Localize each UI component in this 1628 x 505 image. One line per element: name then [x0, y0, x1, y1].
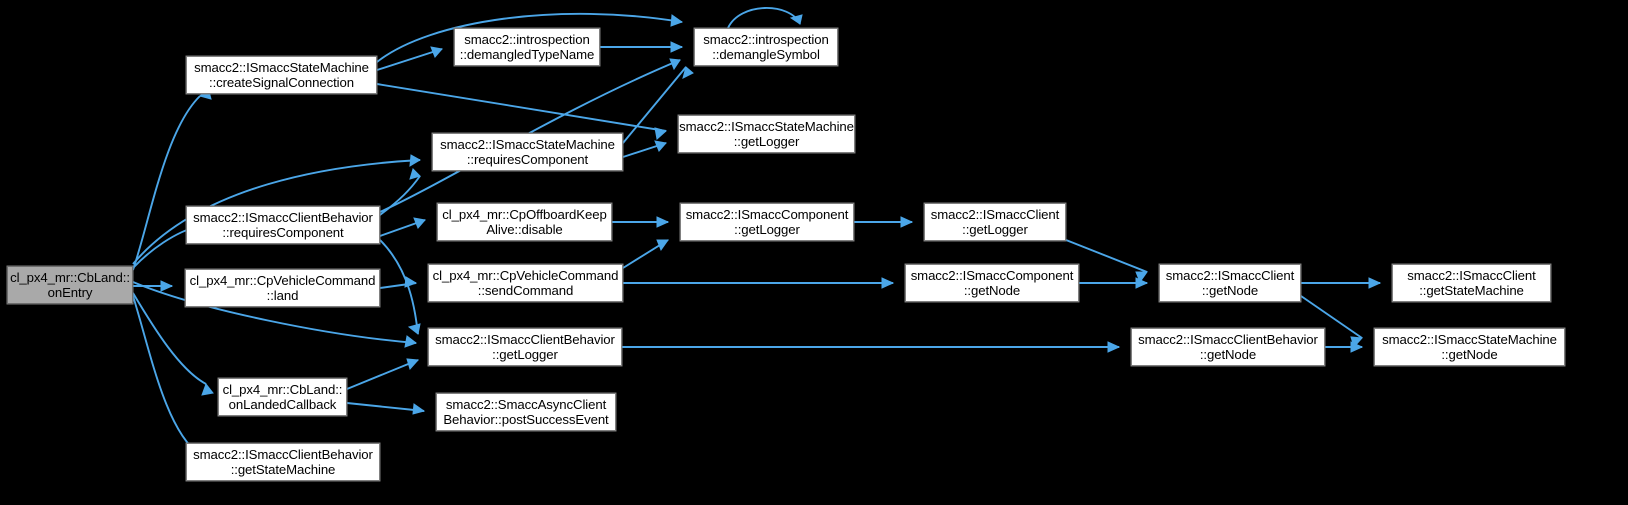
graph-edge: [622, 66, 687, 144]
graph-edge-arrowhead-icon: [1135, 271, 1148, 284]
graph-edge-arrowhead-icon: [409, 168, 421, 180]
graph-node-label: smacc2::ISmaccClientBehavior ::getNode: [1138, 331, 1318, 363]
graph-node-smGetLogger[interactable]: smacc2::ISmaccStateMachine ::getLogger: [678, 115, 855, 153]
graph-edge-arrowhead-icon: [670, 14, 684, 27]
graph-edge-arrowhead-icon: [1135, 277, 1149, 289]
graph-edge-arrowhead-icon: [1107, 341, 1121, 353]
graph-node-label: smacc2::ISmaccClient ::getNode: [1165, 267, 1295, 299]
graph-edge-arrowhead-icon: [656, 239, 669, 252]
graph-node-label: smacc2::SmaccAsyncClient Behavior::postS…: [443, 396, 609, 428]
graph-node-offboardDisable[interactable]: cl_px4_mr::CpOffboardKeep Alive::disable: [437, 203, 612, 241]
graph-edge-arrowhead-icon: [406, 358, 420, 371]
graph-edge: [346, 359, 419, 390]
graph-edge: [346, 402, 425, 412]
graph-edge: [379, 219, 426, 237]
graph-edge: [622, 142, 667, 158]
graph-node-clientGetLogger[interactable]: smacc2::ISmaccClient ::getLogger: [924, 203, 1066, 241]
graph-node-label: cl_px4_mr::CbLand:: onLandedCallback: [222, 381, 343, 413]
graph-edge-arrowhead-icon: [201, 382, 214, 396]
graph-edge-arrowhead-icon: [413, 217, 426, 229]
graph-node-label: smacc2::ISmaccClientBehavior ::getLogger: [435, 331, 615, 363]
graph-edge-arrowhead-icon: [789, 14, 803, 25]
graph-node-label: smacc2::ISmaccClientBehavior ::getStateM…: [193, 446, 373, 478]
graph-edge-arrowhead-icon: [881, 277, 895, 289]
graph-edge: [622, 239, 669, 269]
graph-node-label: smacc2::ISmaccStateMachine ::getNode: [1382, 331, 1557, 363]
graph-edge: [379, 239, 419, 335]
graph-edge: [727, 7, 801, 29]
graph-edge-arrowhead-icon: [656, 216, 670, 228]
graph-edge-arrowhead-icon: [654, 140, 667, 152]
graph-edge-arrowhead-icon: [670, 41, 684, 53]
graph-edge-arrowhead-icon: [160, 280, 174, 292]
graph-node-label: smacc2::ISmaccClient ::getLogger: [930, 206, 1060, 238]
graph-node-label: smacc2::ISmaccClientBehavior ::requiresC…: [193, 209, 373, 241]
graph-node-label: cl_px4_mr::CpOffboardKeep Alive::disable: [442, 206, 607, 238]
graph-node-smGetNode[interactable]: smacc2::ISmaccStateMachine ::getNode: [1374, 328, 1565, 366]
graph-node-label: smacc2::ISmaccStateMachine ::getLogger: [679, 118, 854, 150]
graph-node-label: smacc2::ISmaccComponent ::getNode: [910, 267, 1074, 299]
graph-node-smRequiresComp[interactable]: smacc2::ISmaccStateMachine ::requiresCom…: [432, 133, 623, 171]
graph-edge-arrowhead-icon: [430, 46, 443, 58]
graph-node-clientGetNode[interactable]: smacc2::ISmaccClient ::getNode: [1159, 264, 1301, 302]
graph-edge: [379, 282, 417, 289]
graph-edge-arrowhead-icon: [1350, 341, 1364, 353]
graph-edge-arrowhead-icon: [407, 323, 421, 335]
graph-node-label: cl_px4_mr::CpVehicleCommand ::land: [189, 272, 376, 304]
graph-edge-arrowhead-icon: [412, 403, 426, 415]
graph-node-label: smacc2::ISmaccStateMachine ::createSigna…: [194, 59, 369, 91]
graph-node-cpLand[interactable]: cl_px4_mr::CpVehicleCommand ::land: [185, 269, 380, 307]
graph-node-createSignal[interactable]: smacc2::ISmaccStateMachine ::createSigna…: [186, 56, 377, 94]
graph-node-cbGetLogger[interactable]: smacc2::ISmaccClientBehavior ::getLogger: [428, 328, 622, 366]
graph-edge-arrowhead-icon: [1350, 336, 1364, 349]
graph-node-label: smacc2::introspection ::demangleSymbol: [703, 31, 829, 63]
graph-node-demangleSymbol[interactable]: smacc2::introspection ::demangleSymbol: [694, 28, 838, 66]
graph-node-clientGetSM[interactable]: smacc2::ISmaccClient ::getStateMachine: [1392, 264, 1551, 302]
graph-node-cbRequiresComp[interactable]: smacc2::ISmaccClientBehavior ::requiresC…: [186, 206, 380, 244]
graph-edge-arrowhead-icon: [404, 276, 418, 288]
graph-node-label: smacc2::ISmaccStateMachine ::requiresCom…: [440, 136, 615, 168]
graph-node-compGetNode[interactable]: smacc2::ISmaccComponent ::getNode: [905, 264, 1079, 302]
graph-node-postSuccessEvent[interactable]: smacc2::SmaccAsyncClient Behavior::postS…: [436, 393, 616, 431]
graph-node-onLandedCallback[interactable]: cl_px4_mr::CbLand:: onLandedCallback: [218, 378, 347, 416]
graph-edge-arrowhead-icon: [404, 335, 418, 348]
graph-edge: [376, 48, 443, 71]
graph-node-label: smacc2::ISmaccClient ::getStateMachine: [1407, 267, 1536, 299]
graph-edge: [376, 83, 667, 132]
graph-node-demangledTypeName[interactable]: smacc2::introspection ::demangledTypeNam…: [454, 28, 600, 66]
graph-node-compGetLogger[interactable]: smacc2::ISmaccComponent ::getLogger: [680, 203, 854, 241]
graph-edge-arrowhead-icon: [1368, 277, 1382, 289]
graph-node-label: cl_px4_mr::CpVehicleCommand ::sendComman…: [432, 267, 619, 299]
graph-edge-arrowhead-icon: [900, 216, 914, 228]
graph-node-cbGetNode[interactable]: smacc2::ISmaccClientBehavior ::getNode: [1131, 328, 1325, 366]
graph-node-cbGetStateMachine[interactable]: smacc2::ISmaccClientBehavior ::getStateM…: [186, 443, 380, 481]
graph-node-onEntry[interactable]: cl_px4_mr::CbLand:: onEntry: [7, 266, 133, 304]
graph-node-label: cl_px4_mr::CbLand:: onEntry: [10, 269, 130, 301]
graph-edge: [132, 295, 201, 456]
graph-edge: [379, 175, 421, 216]
graph-node-sendCommand[interactable]: cl_px4_mr::CpVehicleCommand ::sendComman…: [428, 264, 623, 302]
graph-edge-arrowhead-icon: [669, 58, 681, 71]
graph-edge-arrowhead-icon: [409, 154, 421, 167]
graph-edge-arrowhead-icon: [682, 66, 694, 79]
graph-node-label: smacc2::ISmaccComponent ::getLogger: [685, 206, 849, 238]
graph-edge-arrowhead-icon: [654, 127, 668, 140]
graph-node-label: smacc2::introspection ::demangledTypeNam…: [459, 31, 595, 63]
